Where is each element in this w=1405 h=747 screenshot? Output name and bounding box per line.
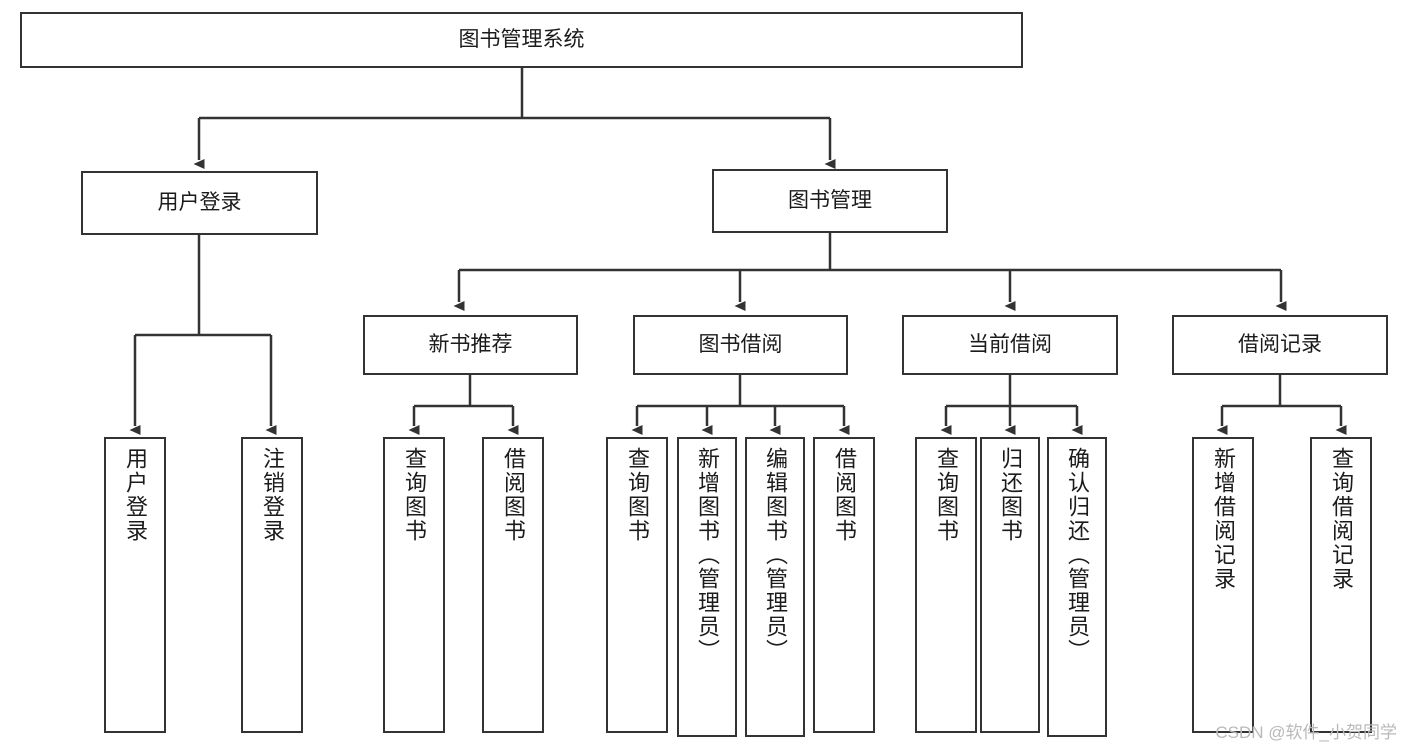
- leaf-borrow-add-book-label: 新增图书（管理员）: [695, 447, 720, 663]
- node-book-borrow-label: 图书借阅: [698, 332, 783, 356]
- leaf-logout[interactable]: 注销登录: [241, 437, 303, 733]
- node-current-borrow[interactable]: 当前借阅: [902, 315, 1118, 375]
- leaf-borrow-add-book[interactable]: 新增图书（管理员）: [677, 437, 737, 737]
- leaf-borrow-borrow-book[interactable]: 借阅图书: [813, 437, 875, 733]
- leaf-borrow-query-book-label: 查询图书: [625, 447, 650, 543]
- leaf-record-add-label: 新增借阅记录: [1211, 447, 1236, 591]
- leaf-record-query[interactable]: 查询借阅记录: [1310, 437, 1372, 733]
- leaf-record-query-label: 查询借阅记录: [1329, 447, 1354, 591]
- node-root[interactable]: 图书管理系统: [20, 12, 1023, 68]
- node-book-management[interactable]: 图书管理: [712, 169, 948, 233]
- node-user-login[interactable]: 用户登录: [81, 171, 318, 235]
- node-borrow-record-label: 借阅记录: [1238, 332, 1322, 356]
- leaf-borrow-edit-book[interactable]: 编辑图书（管理员）: [745, 437, 805, 737]
- node-new-book-recommend[interactable]: 新书推荐: [363, 315, 578, 375]
- leaf-current-return-book[interactable]: 归还图书: [980, 437, 1040, 733]
- node-user-login-label: 用户登录: [157, 190, 242, 214]
- leaf-borrow-edit-book-label: 编辑图书（管理员）: [763, 447, 788, 663]
- node-book-borrow[interactable]: 图书借阅: [633, 315, 848, 375]
- leaf-logout-label: 注销登录: [260, 447, 285, 543]
- leaf-user-login[interactable]: 用户登录: [104, 437, 166, 733]
- leaf-record-add[interactable]: 新增借阅记录: [1192, 437, 1254, 733]
- leaf-recommend-query-book[interactable]: 查询图书: [383, 437, 445, 733]
- leaf-recommend-borrow-book-label: 借阅图书: [501, 447, 526, 543]
- leaf-current-query-book-label: 查询图书: [934, 447, 959, 543]
- leaf-recommend-borrow-book[interactable]: 借阅图书: [482, 437, 544, 733]
- leaf-borrow-query-book[interactable]: 查询图书: [606, 437, 668, 733]
- leaf-recommend-query-book-label: 查询图书: [402, 447, 427, 543]
- node-root-label: 图书管理系统: [458, 27, 585, 51]
- node-new-book-recommend-label: 新书推荐: [428, 332, 513, 356]
- leaf-user-login-label: 用户登录: [123, 447, 148, 543]
- node-borrow-record[interactable]: 借阅记录: [1172, 315, 1388, 375]
- leaf-current-query-book[interactable]: 查询图书: [915, 437, 977, 733]
- leaf-current-return-book-label: 归还图书: [998, 447, 1023, 543]
- leaf-current-confirm-return-label: 确认归还（管理员）: [1065, 447, 1090, 663]
- node-current-borrow-label: 当前借阅: [968, 332, 1052, 356]
- leaf-borrow-borrow-book-label: 借阅图书: [832, 447, 857, 543]
- node-book-management-label: 图书管理: [788, 188, 872, 212]
- leaf-current-confirm-return[interactable]: 确认归还（管理员）: [1047, 437, 1107, 737]
